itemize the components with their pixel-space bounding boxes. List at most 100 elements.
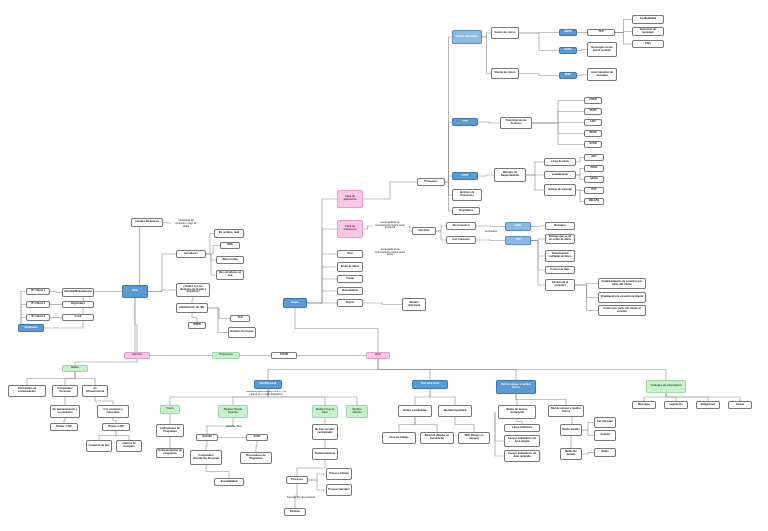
node-stor: STOR xyxy=(584,141,602,148)
node-protocolos: Protocolos xyxy=(417,178,445,186)
connector-line xyxy=(576,174,584,180)
connector-line xyxy=(191,297,194,303)
node-red-acceso-fisico: Red de acceso a medios físicos xyxy=(548,405,584,417)
connector-line xyxy=(377,359,667,380)
connector-line xyxy=(576,189,584,202)
node-correo-elec: Correo electrónico xyxy=(452,30,482,44)
node-segmentos: segmentos xyxy=(664,401,688,409)
connector-line xyxy=(476,225,505,227)
connector-line xyxy=(148,253,176,292)
node-tcp-r: TCP xyxy=(587,29,615,36)
connector-line xyxy=(363,225,372,230)
node-red: Red xyxy=(366,352,390,359)
connector-line xyxy=(414,417,438,432)
connector-line xyxy=(575,284,598,311)
node-sin-conexion: Sin Conexion xyxy=(446,222,476,230)
node-local: Local xyxy=(62,314,94,321)
connector-line xyxy=(267,389,358,405)
node-udp: UDP xyxy=(505,222,531,231)
node-anillo: Anillo xyxy=(246,434,268,441)
node-linea-inicio: Línea de inicio xyxy=(544,158,576,166)
node-tcpip: TCP/IP xyxy=(271,352,297,359)
node-modelo-cs: Modelo Cliente Servidor xyxy=(218,405,248,418)
node-cable-par: Par trenzado xyxy=(594,417,616,428)
node-cable-coax: Coaxial xyxy=(594,430,616,441)
node-tcp: TCP xyxy=(505,236,531,245)
node-wifi: WiFi (Rango en tiempo) xyxy=(458,432,490,444)
connector-line xyxy=(131,222,148,292)
node-aplicaciones: Aplicaciones de Programas xyxy=(156,424,184,437)
node-redes: Redes xyxy=(62,365,88,372)
node-medio-no-guiado: Medio No Guiado xyxy=(560,448,582,460)
node-retr: RETR xyxy=(584,130,602,137)
node-no-hay: No hay servidor centralizado xyxy=(312,424,338,440)
connector-line xyxy=(531,240,545,286)
connector-line xyxy=(445,121,452,183)
node-protocolo-datagrama: protocolos xyxy=(485,229,497,233)
connector-line xyxy=(98,431,117,440)
connector-line xyxy=(478,121,500,124)
node-post: POST xyxy=(584,165,604,172)
node-medio-guiado: Medio Guiado xyxy=(560,424,582,436)
node-tramas: tramas xyxy=(728,401,752,409)
node-web-hosting: Web hosting xyxy=(216,256,244,264)
node-trama: Trama xyxy=(337,275,363,283)
connector-line xyxy=(494,412,504,457)
node-area-trabajo: Area de trabajo xyxy=(382,432,416,444)
connector-line xyxy=(307,290,337,304)
node-computador: Computador Personal xyxy=(52,385,78,397)
node-mensajes-u: Mensajes xyxy=(632,401,656,409)
node-fisica: Física xyxy=(160,405,180,414)
connector-line xyxy=(531,225,545,227)
node-regionales: Regionales xyxy=(62,301,94,308)
connector-line xyxy=(478,174,494,177)
connector-line xyxy=(482,36,491,74)
node-ip-nivel2: IP´s Nivel 2 xyxy=(26,301,50,308)
node-redes-locales: Redes Localizadas xyxy=(398,405,432,417)
node-modelo-p2p: Modelo Peer to Peer xyxy=(312,405,338,418)
node-presentacion: Presentación xyxy=(337,287,363,295)
node-encargada: encargada de la comunicación lógica entr… xyxy=(375,220,405,230)
node-actualizacion: actualización xyxy=(544,171,576,179)
node-procesos: Procesos xyxy=(286,476,308,484)
node-redes-acceso: Redes de acceso residencial xyxy=(498,405,536,419)
node-ethernet: Ethernet (Similar en frecuencia) xyxy=(420,432,454,444)
connector-line xyxy=(429,389,456,405)
node-encargada2: encargada de la comunicación lógica entr… xyxy=(375,247,405,257)
connector-line xyxy=(74,372,96,385)
node-con-conexion: Con Conexion xyxy=(446,236,476,244)
node-metodos: Métodos de Requerimiento xyxy=(494,168,526,182)
node-establecer: Establecimiento de conexión por parte de… xyxy=(598,278,646,289)
connector-line xyxy=(576,168,584,176)
connector-line xyxy=(148,289,176,292)
node-transferencia: Transferencia confiable de datos xyxy=(545,250,575,262)
node-imap: IMAP xyxy=(559,72,577,79)
connector-line xyxy=(414,389,431,405)
node-pop3: POP3 xyxy=(559,47,577,54)
node-dns: DNS xyxy=(220,242,240,249)
connector-line xyxy=(665,393,741,401)
node-canales-desc: Ancho de banda, capacidad de conexión y … xyxy=(175,217,197,228)
node-ip-nivel3: IP´s Nivel 3 xyxy=(26,314,50,321)
node-modelo-osi: Modelo referencia xyxy=(402,298,426,311)
node-red-osi: Red xyxy=(337,250,363,258)
connector-line xyxy=(408,225,412,232)
connector-line xyxy=(115,431,130,440)
connector-line xyxy=(516,419,523,424)
node-ip-nivel1: IP´s Nivel 1 xyxy=(26,288,50,295)
node-sesion: Sesión xyxy=(337,299,363,307)
node-ftp: FTP xyxy=(452,118,478,126)
connector-line xyxy=(74,359,138,365)
node-finalizacion: Finalización de conexión al cliente xyxy=(598,292,646,303)
node-modelo-hibrido: Modelo Híbrido xyxy=(346,405,368,418)
connector-line xyxy=(44,291,122,329)
node-transferencia-arch: Transferencia de Archivos xyxy=(500,117,532,129)
connector-line xyxy=(208,307,230,319)
node-sincronizacion: sincronización de mensajes xyxy=(587,68,617,81)
node-datagramas: datagramas xyxy=(696,401,720,409)
node-pass: PASS xyxy=(584,108,602,115)
connector-line xyxy=(206,245,220,255)
connector-line xyxy=(294,298,379,359)
node-computador-escr: Computador (Escritorio) Personal xyxy=(190,450,222,465)
